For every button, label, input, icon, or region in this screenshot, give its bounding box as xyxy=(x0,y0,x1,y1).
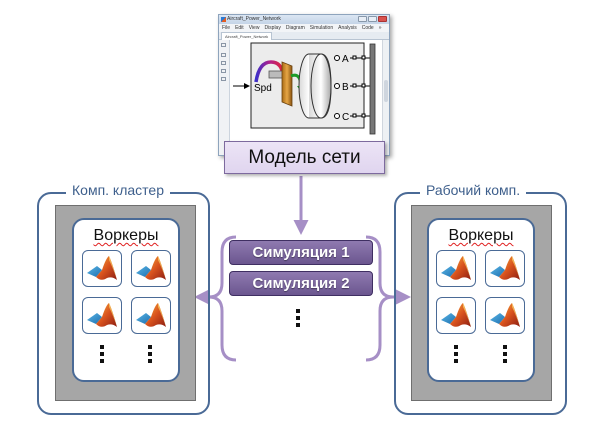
cluster-label: Комп. кластер xyxy=(66,182,170,198)
worker-tile xyxy=(131,250,171,287)
window-titlebar: Aircraft_Power_Network xyxy=(219,15,389,24)
menu-display[interactable]: Display xyxy=(264,25,281,31)
worker-tile xyxy=(131,297,171,334)
menu-view[interactable]: View xyxy=(248,25,260,31)
canvas-toolbar xyxy=(219,40,230,155)
worker-tile xyxy=(436,297,476,334)
menu-edit[interactable]: Edit xyxy=(235,25,244,31)
menu-analysis[interactable]: Analysis xyxy=(338,25,357,31)
workstation-label: Рабочий комп. xyxy=(420,182,527,198)
simulations-more-dots xyxy=(296,309,300,330)
more-workers-dots xyxy=(100,345,104,366)
matlab-logo-icon xyxy=(441,255,471,280)
block-diagram: Spd A xyxy=(233,42,376,135)
menu-bar: File Edit View Display Diagram Simulatio… xyxy=(219,24,389,32)
zoom-icon[interactable] xyxy=(221,53,226,57)
menu-simulation[interactable]: Simulation xyxy=(309,25,334,31)
matlab-logo-icon xyxy=(441,302,471,327)
tab-bar: Aircraft_Power_Network xyxy=(219,32,389,40)
arrow-icon[interactable] xyxy=(221,69,226,73)
window-title: Aircraft_Power_Network xyxy=(227,16,281,22)
simulink-app-icon xyxy=(221,17,226,22)
model-label: Модель сети xyxy=(224,141,385,174)
scroll-thumb[interactable] xyxy=(384,80,388,102)
tab-model[interactable]: Aircraft_Power_Network xyxy=(221,32,273,40)
svg-text:C: C xyxy=(342,112,349,123)
worker-tile xyxy=(82,297,122,334)
svg-text:B: B xyxy=(342,82,349,93)
port-c: C xyxy=(334,112,349,123)
port-a: A xyxy=(334,54,349,65)
menu-code[interactable]: Code xyxy=(361,25,374,31)
simulation-1[interactable]: Симуляция 1 xyxy=(229,240,373,265)
minimize-button[interactable] xyxy=(358,16,367,22)
menu-diagram[interactable]: Diagram xyxy=(285,25,305,31)
hide-browser-icon[interactable] xyxy=(221,43,226,47)
matlab-logo-icon xyxy=(87,302,117,327)
image-icon[interactable] xyxy=(221,77,226,81)
block-input-label: Spd xyxy=(254,83,272,94)
vertical-scrollbar[interactable] xyxy=(382,40,389,155)
close-button[interactable] xyxy=(378,16,387,22)
svg-text:A: A xyxy=(342,54,349,65)
more-workers-dots xyxy=(148,345,152,366)
worker-tile xyxy=(485,250,525,287)
matlab-logo-icon xyxy=(490,255,520,280)
menu-overflow[interactable]: » xyxy=(378,25,382,31)
model-canvas: Spd A xyxy=(219,40,389,155)
bus-bar xyxy=(369,43,376,135)
worker-tile xyxy=(436,250,476,287)
cluster-workers-title: Воркеры xyxy=(93,227,159,244)
fit-view-icon[interactable] xyxy=(221,61,226,65)
more-workers-dots xyxy=(503,345,507,366)
more-workers-dots xyxy=(454,345,458,366)
worker-tile xyxy=(485,297,525,334)
matlab-logo-icon xyxy=(87,255,117,280)
port-b: B xyxy=(334,82,349,93)
worker-tile xyxy=(82,250,122,287)
menu-file[interactable]: File xyxy=(222,25,231,31)
simulation-2[interactable]: Симуляция 2 xyxy=(229,271,373,296)
maximize-button[interactable] xyxy=(368,16,377,22)
workstation-workers-title: Воркеры xyxy=(448,227,514,244)
matlab-logo-icon xyxy=(136,302,166,327)
matlab-logo-icon xyxy=(490,302,520,327)
model-window: Aircraft_Power_Network File Edit View Di… xyxy=(218,14,390,156)
matlab-logo-icon xyxy=(136,255,166,280)
